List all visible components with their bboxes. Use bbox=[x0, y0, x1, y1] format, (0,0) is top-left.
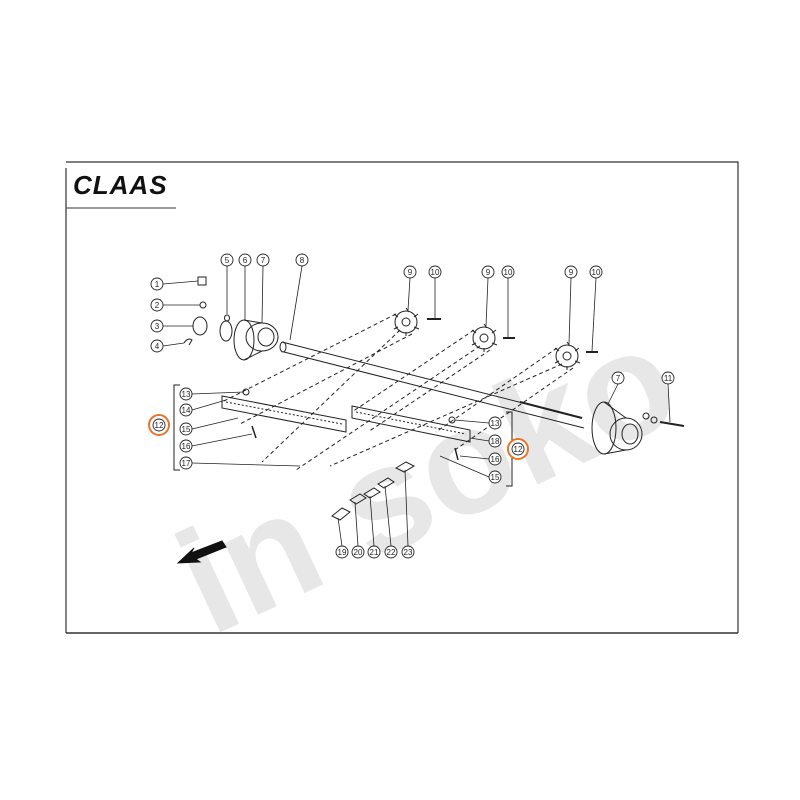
slat-left bbox=[221, 395, 347, 433]
chains bbox=[221, 313, 574, 471]
slat-right bbox=[351, 405, 471, 443]
callout-20: 20 bbox=[351, 545, 365, 559]
right-hub bbox=[591, 401, 685, 455]
claas-logo: CLAAS bbox=[73, 170, 168, 200]
svg-text:17: 17 bbox=[182, 459, 191, 468]
callout-17: 17 bbox=[179, 456, 193, 470]
svg-text:10: 10 bbox=[504, 268, 513, 277]
svg-text:10: 10 bbox=[431, 268, 440, 277]
callout-13b: 13 bbox=[488, 416, 502, 430]
callout-15a: 15 bbox=[179, 422, 193, 436]
callout-10b: 10 bbox=[501, 265, 515, 279]
ring-6 bbox=[219, 320, 233, 342]
svg-text:18: 18 bbox=[491, 437, 500, 446]
callouts: 1 2 3 4 5 6 7 8 9 10 9 10 9 10 7 11 13 1… bbox=[148, 253, 675, 559]
svg-text:16: 16 bbox=[182, 442, 191, 451]
svg-text:12: 12 bbox=[155, 421, 164, 430]
callout-22: 22 bbox=[384, 545, 398, 559]
callout-4: 4 bbox=[150, 339, 164, 353]
svg-text:5: 5 bbox=[225, 256, 230, 265]
callout-21: 21 bbox=[367, 545, 381, 559]
callout-12a-highlighted: 12 bbox=[148, 414, 170, 436]
svg-text:22: 22 bbox=[387, 548, 396, 557]
callout-3: 3 bbox=[150, 319, 164, 333]
part-3 bbox=[192, 316, 208, 336]
callout-23: 23 bbox=[401, 545, 415, 559]
callout-7: 7 bbox=[256, 253, 270, 267]
main-shaft bbox=[279, 341, 585, 429]
callout-10a: 10 bbox=[428, 265, 442, 279]
callout-5: 5 bbox=[220, 253, 234, 267]
callout-16a: 16 bbox=[179, 439, 193, 453]
svg-text:8: 8 bbox=[300, 256, 305, 265]
callout-19: 19 bbox=[335, 545, 349, 559]
svg-text:1: 1 bbox=[155, 280, 160, 289]
callout-15b: 15 bbox=[488, 470, 502, 484]
callout-18: 18 bbox=[488, 434, 502, 448]
svg-text:14: 14 bbox=[182, 406, 191, 415]
part-4 bbox=[183, 338, 193, 346]
callout-14: 14 bbox=[179, 403, 193, 417]
ball-5 bbox=[224, 314, 230, 322]
part-1 bbox=[197, 276, 207, 286]
callout-16b: 16 bbox=[488, 452, 502, 466]
leader-lines bbox=[162, 265, 671, 547]
svg-text:6: 6 bbox=[243, 256, 248, 265]
svg-text:7: 7 bbox=[261, 256, 266, 265]
svg-text:2: 2 bbox=[155, 301, 160, 310]
svg-text:15: 15 bbox=[182, 425, 191, 434]
svg-text:7: 7 bbox=[616, 374, 621, 383]
svg-text:12: 12 bbox=[514, 445, 523, 454]
callout-9a: 9 bbox=[403, 265, 417, 279]
watermark: in soko bbox=[153, 292, 700, 666]
left-hub bbox=[233, 319, 279, 361]
callout-2: 2 bbox=[150, 298, 164, 312]
svg-text:3: 3 bbox=[155, 322, 160, 331]
callout-8: 8 bbox=[295, 253, 309, 267]
parts-drawing bbox=[173, 276, 685, 564]
callout-11: 11 bbox=[661, 371, 675, 385]
bracket-left bbox=[173, 384, 180, 471]
callout-9c: 9 bbox=[564, 265, 578, 279]
sprocket-1 bbox=[393, 307, 420, 336]
svg-text:21: 21 bbox=[370, 548, 379, 557]
sprocket-2 bbox=[471, 323, 498, 352]
svg-text:11: 11 bbox=[664, 374, 673, 383]
svg-text:13: 13 bbox=[491, 419, 500, 428]
direction-arrow bbox=[176, 540, 227, 564]
sprocket-3 bbox=[554, 341, 581, 370]
svg-text:13: 13 bbox=[182, 390, 191, 399]
screw-16b bbox=[454, 447, 459, 461]
svg-text:9: 9 bbox=[569, 268, 574, 277]
svg-text:23: 23 bbox=[404, 548, 413, 557]
callout-1: 1 bbox=[150, 277, 164, 291]
callout-10c: 10 bbox=[589, 265, 603, 279]
callout-13a: 13 bbox=[179, 387, 193, 401]
callout-7b: 7 bbox=[611, 371, 625, 385]
screw-16a bbox=[251, 425, 257, 439]
svg-text:15: 15 bbox=[491, 473, 500, 482]
svg-text:10: 10 bbox=[592, 268, 601, 277]
small-parts bbox=[331, 461, 416, 521]
svg-text:4: 4 bbox=[155, 342, 160, 351]
diagram-frame bbox=[65, 161, 739, 634]
svg-text:19: 19 bbox=[338, 548, 347, 557]
callout-6: 6 bbox=[238, 253, 252, 267]
callout-9b: 9 bbox=[481, 265, 495, 279]
svg-text:9: 9 bbox=[486, 268, 491, 277]
svg-text:16: 16 bbox=[491, 455, 500, 464]
callout-12b-highlighted: 12 bbox=[507, 438, 529, 460]
svg-text:20: 20 bbox=[354, 548, 363, 557]
svg-text:9: 9 bbox=[408, 268, 413, 277]
part-2 bbox=[199, 301, 207, 309]
